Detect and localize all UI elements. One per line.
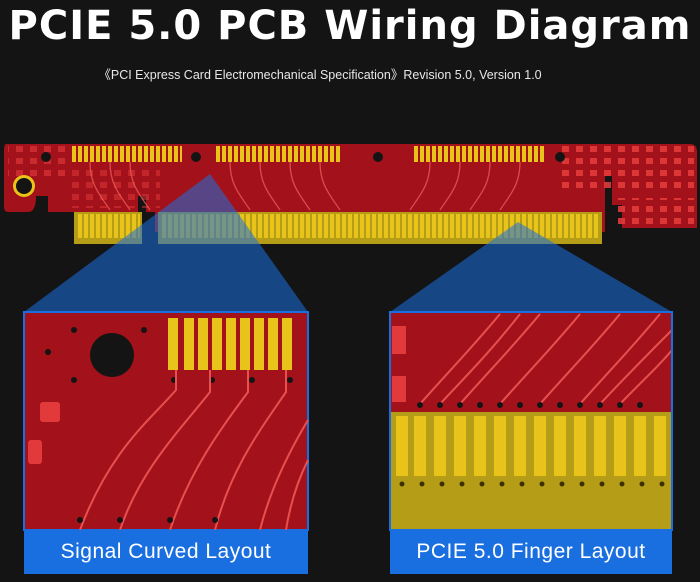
right-panel-caption: PCIE 5.0 Finger Layout <box>390 530 672 574</box>
zoom-beam-left <box>24 174 308 312</box>
diagram-title: PCIE 5.0 PCB Wiring Diagram <box>8 3 692 49</box>
diagram-subtitle: 《PCI Express Card Electromechanical Spec… <box>98 68 542 82</box>
pcb-card <box>4 144 697 244</box>
left-panel-caption: Signal Curved Layout <box>24 530 308 574</box>
zoom-panel-signal-layout <box>23 311 309 531</box>
zoom-panel-finger-layout <box>389 311 673 531</box>
zoom-beam-right <box>390 222 672 312</box>
